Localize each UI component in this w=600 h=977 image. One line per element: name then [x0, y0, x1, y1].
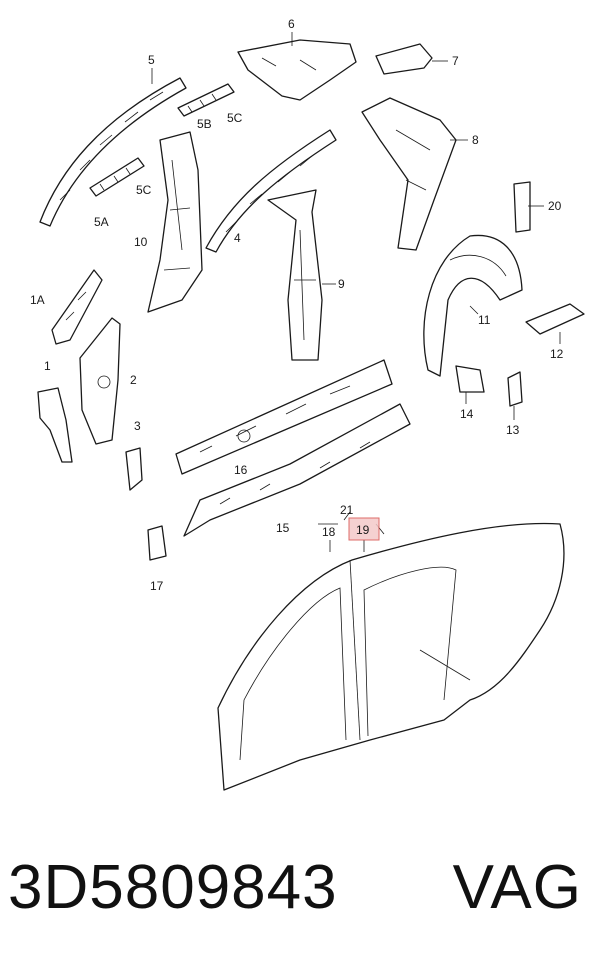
callout-11: 11 — [478, 313, 491, 327]
leader-lines — [151, 32, 561, 552]
callout-16: 16 — [234, 463, 248, 477]
callout-18: 18 — [322, 525, 336, 539]
part-1-bracket — [37, 387, 73, 463]
part-4-roof-side-rail — [205, 129, 337, 253]
callout-10: 10 — [134, 235, 148, 249]
part-17-bracket — [147, 525, 167, 561]
callout-5a: 5A — [94, 215, 109, 229]
callout-2: 2 — [130, 373, 137, 387]
part-14-bracket — [455, 365, 485, 393]
callout-1: 1 — [44, 359, 51, 373]
callout-6: 6 — [288, 17, 295, 31]
callout-17: 17 — [150, 579, 164, 593]
part-12-bracket — [525, 303, 585, 335]
callout-5c-left: 5C — [136, 183, 152, 197]
callout-15: 15 — [276, 521, 290, 535]
part-15-sill-outer — [183, 403, 411, 537]
part-13-bracket — [507, 371, 523, 407]
callout-13: 13 — [506, 423, 520, 437]
callout-7: 7 — [452, 54, 459, 68]
callout-5b: 5B — [197, 117, 212, 131]
part-6-wheelhouse-brace — [237, 39, 357, 101]
part-5a-bracket — [89, 157, 145, 197]
callout-21: 21 — [340, 503, 354, 517]
part-5-roof-rail — [39, 77, 187, 227]
callout-1a: 1A — [30, 293, 45, 307]
part-2-a-pillar-lower — [79, 317, 121, 445]
callout-19: 19 — [356, 523, 370, 537]
callout-12: 12 — [550, 347, 564, 361]
part-5b-bracket — [177, 83, 235, 117]
part-9-b-pillar-outer — [267, 189, 323, 361]
brand-label: VAG — [452, 853, 582, 922]
part-11-rear-wheel-housing — [423, 234, 523, 377]
callout-8: 8 — [472, 133, 479, 147]
footer: 3D5809843 VAG — [0, 852, 600, 952]
part-16-sill-inner — [175, 359, 393, 475]
callout-19-highlight — [348, 517, 380, 541]
callout-9: 9 — [338, 277, 345, 291]
callout-labels: 5 6 7 5B 5C 8 5C 20 5A 4 10 9 1A 11 12 1… — [30, 17, 564, 593]
part-3-small-bracket — [125, 447, 143, 491]
callout-3: 3 — [134, 419, 141, 433]
part-1a-a-pillar-reinforcement — [51, 269, 103, 345]
callout-4: 4 — [234, 231, 241, 245]
part-20-bracket — [513, 181, 531, 233]
part-18-side-panel — [217, 522, 565, 791]
callout-20: 20 — [548, 199, 562, 213]
callout-5c-right: 5C — [227, 111, 243, 125]
callout-14: 14 — [460, 407, 474, 421]
part-8-c-pillar-inner — [361, 97, 457, 251]
part-7-small-panel — [375, 43, 433, 75]
part-number: 3D5809843 — [8, 853, 338, 922]
callout-5: 5 — [148, 53, 155, 67]
part-10-b-pillar-inner — [147, 131, 203, 313]
